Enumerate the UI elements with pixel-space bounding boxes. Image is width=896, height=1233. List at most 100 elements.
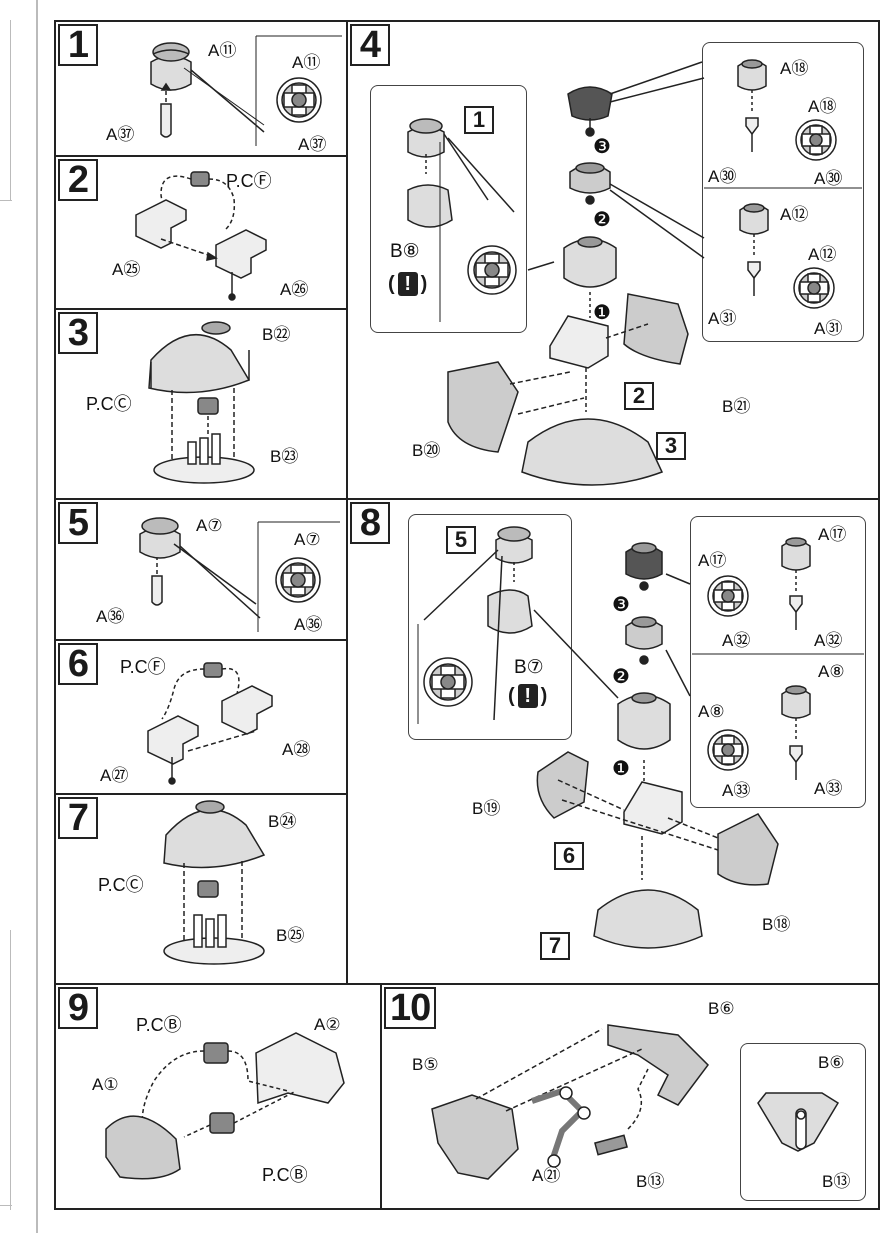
label-part: P.CⒸ: [98, 875, 144, 895]
step-1-diagram: [150, 35, 342, 146]
label-part: B㉑: [722, 397, 751, 416]
step-9-panel: 9 P.CⒷ A② A① P.CⒷ: [54, 983, 382, 1210]
order-2-label: ❷: [612, 666, 630, 688]
caution-mark: (!): [508, 684, 547, 708]
step-number: 1: [58, 24, 98, 66]
step-number: 3: [58, 312, 98, 354]
label-part: A㉝: [814, 779, 843, 798]
prev-page-margin-bottom: [0, 1205, 12, 1206]
label-part: A⑦: [196, 516, 223, 535]
label-part: P.CⒷ: [262, 1165, 308, 1185]
exclamation-icon: !: [397, 272, 418, 296]
caution-close: ): [420, 273, 428, 295]
label-part: B⑳: [412, 441, 441, 460]
label-part: B㉒: [262, 325, 291, 344]
label-part: A㊱: [294, 615, 323, 634]
label-part: A①: [92, 1075, 119, 1094]
label-part: P.CⒸ: [86, 394, 132, 414]
label-part: A㊲: [106, 125, 135, 144]
ref-step-box: 1: [464, 106, 494, 134]
caution-mark: (!): [388, 272, 427, 296]
label-part: A⑫: [808, 245, 837, 264]
label-part: A⑧: [818, 662, 845, 681]
step-6-panel: 6 P.CⒻ A㉗ A㉘: [54, 639, 348, 795]
label-part: A⑪: [208, 41, 237, 60]
label-part: A⑱: [780, 59, 809, 78]
label-part: A㉕: [112, 260, 141, 279]
step-number: 4: [350, 24, 390, 66]
step-6-diagram: [147, 662, 273, 785]
step-3-panel: 3 B㉒ P.CⒸ B㉓: [54, 308, 348, 500]
label-part: A⑧: [698, 702, 725, 721]
label-part: A⑫: [780, 205, 809, 224]
label-part: B⑱: [762, 915, 791, 934]
label-part: A㉘: [282, 740, 311, 759]
label-part: A㉚: [814, 169, 843, 188]
step-2-panel: 2 P.CⒻ A㉕ A㉖: [54, 155, 348, 310]
order-2-label: ❷: [593, 209, 611, 231]
label-part: B⑤: [412, 1055, 439, 1074]
step-4-panel: 4 1 B⑧ (!): [346, 20, 880, 500]
caution-open: (: [508, 685, 515, 707]
step-3-diagram: [148, 321, 255, 484]
label-part: P.CⒷ: [136, 1015, 182, 1035]
label-part: B⑬: [636, 1172, 665, 1191]
ref-step-box: 5: [446, 526, 476, 554]
step-number: 8: [350, 502, 390, 544]
detail-box: [702, 42, 864, 342]
prev-page-edge: [36, 0, 38, 1233]
step-10-diagram: [431, 1024, 840, 1180]
step-1-panel: 1 A⑪ A㊲ A⑪ A㊲: [54, 20, 348, 157]
label-part: B㉔: [268, 812, 297, 831]
label-part: A㉜: [722, 631, 751, 650]
label-part: B⑧: [390, 241, 420, 262]
exclamation-icon: !: [517, 684, 538, 708]
step-7-diagram: [163, 800, 266, 965]
order-3-label: ❶: [612, 758, 630, 780]
label-part: B⑲: [472, 799, 501, 818]
label-part: A㉛: [708, 309, 737, 328]
step-number: 9: [58, 987, 98, 1029]
step-8-panel: 8 5 B⑦ (!): [346, 498, 880, 985]
label-part: B⑥: [818, 1053, 845, 1072]
label-part: B⑦: [514, 657, 544, 678]
step-2-diagram: [135, 171, 267, 301]
label-part: A㉗: [100, 766, 129, 785]
label-part: A②: [314, 1015, 341, 1034]
label-part: A㉛: [814, 319, 843, 338]
label-part: P.CⒻ: [226, 171, 272, 191]
step-number: 6: [58, 643, 98, 685]
prev-page-margin-top: [0, 200, 12, 201]
step-number: 2: [58, 159, 98, 201]
label-part: B㉕: [276, 926, 305, 945]
label-part: A㊱: [96, 607, 125, 626]
label-part: A⑪: [292, 53, 321, 72]
order-1-label: ❸: [612, 594, 630, 616]
step-7-panel: 7 B㉔ P.CⒸ B㉕: [54, 793, 348, 985]
caution-open: (: [388, 273, 395, 295]
ref-step-box: 2: [624, 382, 654, 410]
label-part: A⑰: [818, 525, 847, 544]
step-4-diagram: [407, 59, 862, 486]
ref-step-box: 3: [656, 432, 686, 460]
label-part: B⑬: [822, 1172, 851, 1191]
label-part: A㉝: [722, 781, 751, 800]
step-number: 5: [58, 502, 98, 544]
order-1-label: ❸: [593, 136, 611, 158]
label-part: A㊲: [298, 135, 327, 154]
step-10-panel: 10 B⑥ B⑤ A㉑ B⑬ B⑥ B⑬: [380, 983, 880, 1210]
ref-step-box: 7: [540, 932, 570, 960]
label-part: P.CⒻ: [120, 657, 166, 677]
label-part: A⑰: [698, 551, 727, 570]
step-5-panel: 5 A⑦ A㊱ A⑦ A㊱: [54, 498, 348, 641]
label-part: A⑦: [294, 530, 321, 549]
label-part: A㉜: [814, 631, 843, 650]
ref-step-box: 6: [554, 842, 584, 870]
label-part: B㉓: [270, 447, 299, 466]
label-part: A㉑: [532, 1166, 561, 1185]
step-9-diagram: [105, 1032, 345, 1180]
label-part: A㉚: [708, 167, 737, 186]
label-part: B⑥: [708, 999, 735, 1018]
prev-page-rule: [10, 20, 11, 200]
order-3-label: ❶: [593, 302, 611, 324]
